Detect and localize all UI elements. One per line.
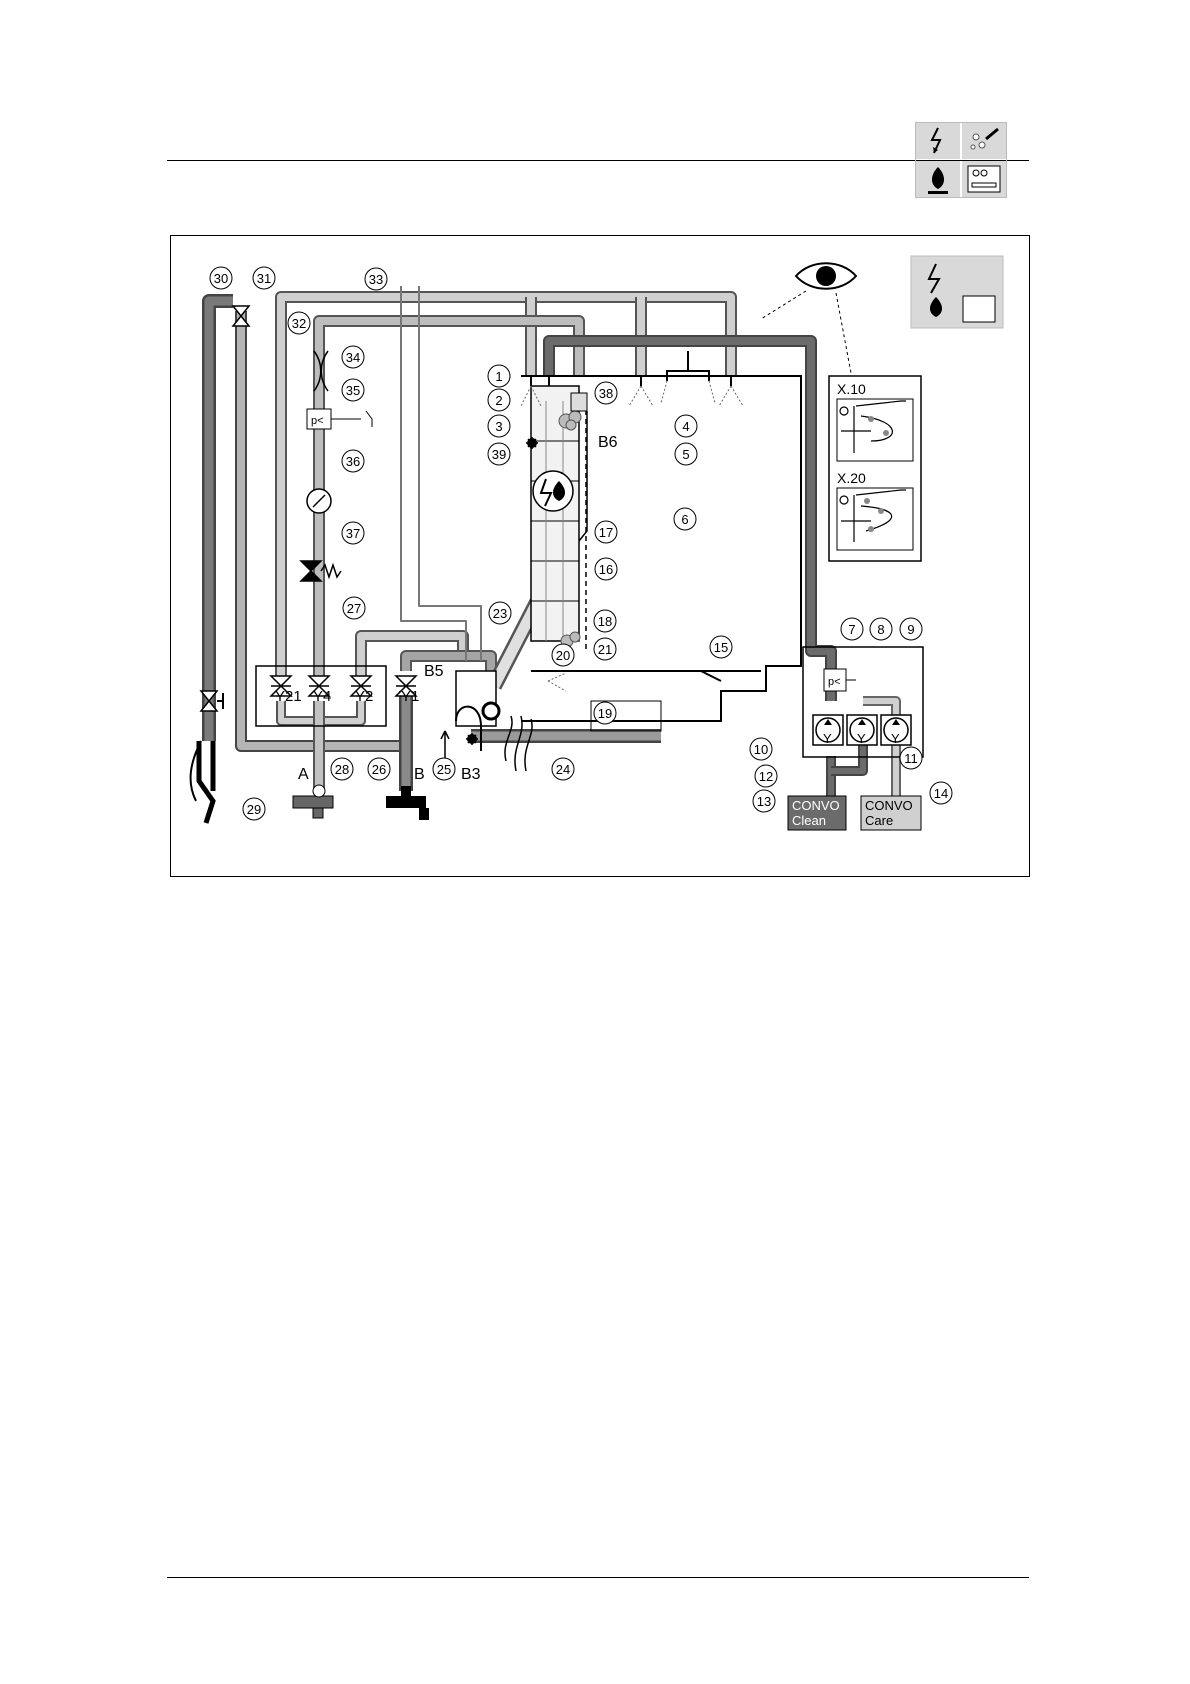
sensor-label-b5: B5 bbox=[424, 663, 444, 680]
callout-label-19: 19 bbox=[598, 706, 612, 721]
callout-label-10: 10 bbox=[754, 742, 768, 757]
callout-label-28: 28 bbox=[335, 762, 349, 777]
inset-x10-label: X.10 bbox=[837, 381, 866, 397]
inset-x20-label: X.20 bbox=[837, 470, 866, 486]
callout-label-16: 16 bbox=[599, 562, 613, 577]
callout-label-23: 23 bbox=[493, 606, 507, 621]
callout-label-8: 8 bbox=[877, 622, 884, 637]
callout-label-3: 3 bbox=[495, 419, 502, 434]
callout-label-31: 31 bbox=[257, 271, 271, 286]
callout-label-39: 39 bbox=[492, 447, 506, 462]
callout-label-13: 13 bbox=[757, 794, 771, 809]
valve-label-y2: Y2 bbox=[355, 688, 373, 705]
electric-icon bbox=[916, 123, 960, 159]
steam-spray-icon bbox=[962, 123, 1006, 159]
callout-label-36: 36 bbox=[346, 454, 360, 469]
callout-label-5: 5 bbox=[682, 447, 689, 462]
inlet-label-a: A bbox=[298, 766, 309, 783]
inlet-label-b: B bbox=[414, 766, 425, 783]
header-icon-block bbox=[915, 122, 1007, 198]
pressure-switch-7-label: p< bbox=[828, 676, 841, 688]
sensor-label-b3: B3 bbox=[461, 766, 481, 783]
callout-label-30: 30 bbox=[214, 271, 228, 286]
callout-label-38: 38 bbox=[599, 386, 613, 401]
oven-icon bbox=[962, 161, 1006, 197]
valve-label-y1: Y1 bbox=[401, 688, 419, 705]
callout-label-37: 37 bbox=[346, 526, 360, 541]
gas-flame-icon bbox=[916, 161, 960, 197]
callout-label-15: 15 bbox=[714, 640, 728, 655]
valve-label-y21: Y21 bbox=[275, 688, 302, 705]
callout-label-17: 17 bbox=[599, 525, 613, 540]
callout-label-11: 11 bbox=[904, 751, 918, 766]
callout-label-1: 1 bbox=[495, 369, 502, 384]
callout-label-27: 27 bbox=[347, 601, 361, 616]
callout-label-32: 32 bbox=[292, 316, 306, 331]
callout-label-26: 26 bbox=[372, 762, 386, 777]
header-rule bbox=[167, 160, 1029, 161]
pressure-switch-label: p< bbox=[311, 415, 324, 427]
footer-rule bbox=[167, 1577, 1029, 1578]
callout-label-4: 4 bbox=[682, 419, 689, 434]
callout-label-20: 20 bbox=[556, 648, 570, 663]
pump-label-2: Y bbox=[857, 731, 866, 746]
callout-label-14: 14 bbox=[934, 786, 948, 801]
callout-label-9: 9 bbox=[907, 622, 914, 637]
callout-label-29: 29 bbox=[247, 802, 261, 817]
convo-clean-line2: Clean bbox=[792, 813, 826, 828]
callout-label-34: 34 bbox=[346, 350, 360, 365]
callout-label-12: 12 bbox=[759, 769, 773, 784]
callout-label-35: 35 bbox=[346, 383, 360, 398]
pump-label-1: Y bbox=[823, 731, 832, 746]
convo-care-line1: CONVO bbox=[865, 798, 913, 813]
sensor-label-b6: B6 bbox=[598, 434, 618, 451]
callout-label-24: 24 bbox=[556, 762, 570, 777]
callout-label-18: 18 bbox=[598, 614, 612, 629]
convo-clean-line1: CONVO bbox=[792, 798, 840, 813]
callout-label-33: 33 bbox=[369, 272, 383, 287]
callout-label-7: 7 bbox=[848, 622, 855, 637]
valve-label-y4: Y4 bbox=[313, 688, 331, 705]
callout-label-25: 25 bbox=[437, 762, 451, 777]
callout-label-21: 21 bbox=[598, 642, 612, 657]
callout-label-6: 6 bbox=[681, 512, 688, 527]
pump-label-3: Y bbox=[891, 731, 900, 746]
callout-label-2: 2 bbox=[495, 393, 502, 408]
convo-care-line2: Care bbox=[865, 813, 893, 828]
